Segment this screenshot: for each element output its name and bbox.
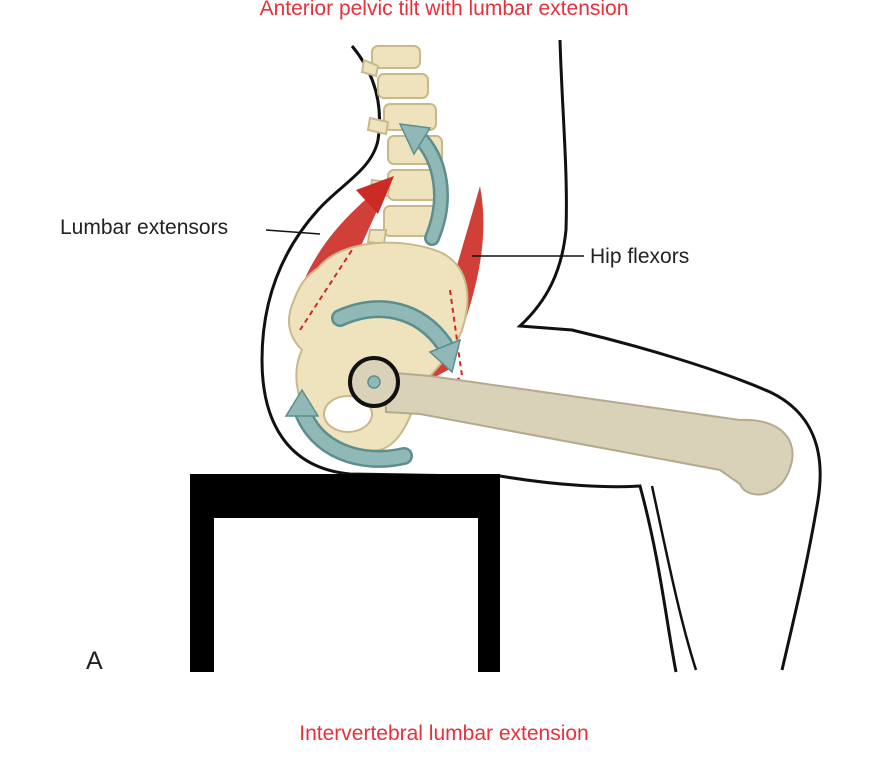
leg-inner-outline bbox=[650, 485, 698, 671]
obturator-foramen bbox=[323, 395, 373, 433]
leg-back-outline bbox=[499, 474, 678, 673]
figure-title-bottom: Intervertebral lumbar extension bbox=[299, 722, 589, 745]
panel-letter: A bbox=[86, 647, 103, 675]
hip-flexors-label: Hip flexors bbox=[590, 245, 690, 268]
femur-bone bbox=[382, 370, 794, 496]
lumbar-extensors-label: Lumbar extensors bbox=[60, 216, 229, 239]
hip-joint-center bbox=[367, 375, 381, 389]
lumbar-extensors-leader bbox=[265, 229, 321, 235]
body-front-outline bbox=[516, 39, 822, 671]
body-back-outline bbox=[260, 45, 471, 478]
pelvis-tilt-arrowhead-top bbox=[428, 338, 462, 374]
chair bbox=[190, 474, 500, 672]
pelvis-tilt-arrowhead-bottom bbox=[284, 388, 320, 417]
figure-title-top: Anterior pelvic tilt with lumbar extensi… bbox=[259, 0, 629, 20]
muscle-dash-line bbox=[299, 249, 353, 331]
spine-arrowhead bbox=[398, 123, 432, 156]
lumbar-extensors-arrowhead bbox=[356, 176, 394, 214]
